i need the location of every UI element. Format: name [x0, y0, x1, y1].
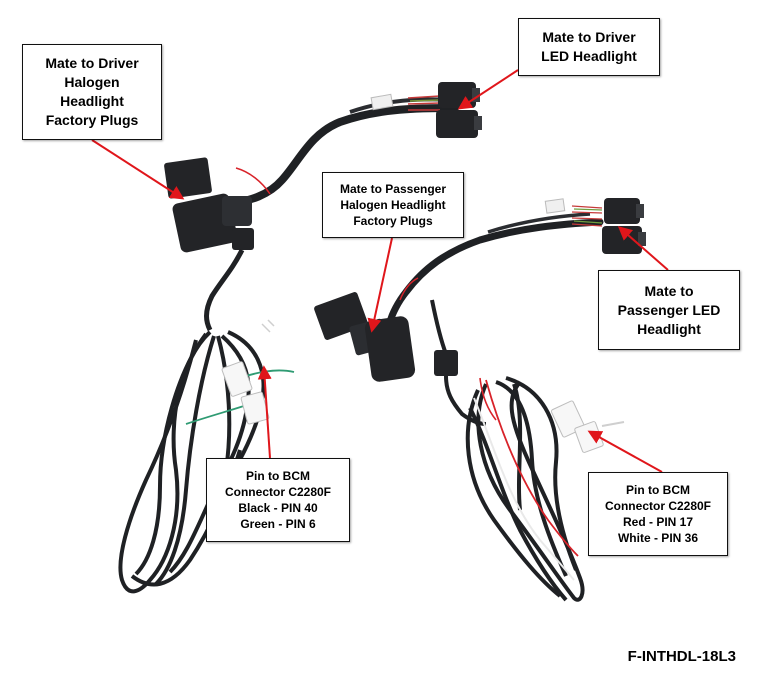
callout-line: Mate to Driver	[542, 29, 636, 45]
passenger-coil	[465, 376, 585, 602]
callout-line: Green - PIN 6	[240, 517, 316, 531]
driver-led-connector	[436, 82, 482, 138]
callout-bcm-red-white: Pin to BCM Connector C2280F Red - PIN 17…	[588, 472, 728, 556]
callout-line: Passenger LED	[617, 301, 721, 318]
arrow-bcm-right	[587, 430, 663, 473]
callout-line: Pin to BCM	[626, 483, 690, 497]
callout-arrows	[91, 69, 669, 473]
arrow-driver-halogen	[91, 139, 185, 200]
callout-bcm-black-green: Pin to BCM Connector C2280F Black - PIN …	[206, 458, 350, 542]
callout-line: Connector C2280F	[604, 499, 712, 513]
arrow-driver-led	[457, 69, 519, 110]
part-number: F-INTHDL-18L3	[627, 648, 736, 665]
callout-line: Mate to Passenger	[339, 182, 447, 196]
callout-line: Connector C2280F	[224, 485, 332, 499]
passenger-halogen-plugs	[314, 277, 419, 382]
callout-line: Red - PIN 17	[622, 515, 694, 529]
callout-line: White - PIN 36	[617, 531, 698, 545]
callout-line: Mate to Driver	[45, 55, 139, 71]
callout-line: Halogen	[64, 74, 120, 90]
driver-halogen-plugs	[164, 157, 271, 253]
callout-line: Factory Plugs	[45, 112, 139, 128]
callout-passenger-led-headlight: Mate to Passenger LED Headlight	[598, 270, 740, 350]
arrow-passenger-halogen	[367, 237, 393, 333]
callout-driver-halogen-plugs: Mate to Driver Halogen Headlight Factory…	[22, 44, 162, 140]
callout-line: Pin to BCM	[246, 469, 310, 483]
passenger-harness	[314, 198, 646, 602]
arrow-bcm-left	[257, 365, 272, 459]
callout-line: Factory Plugs	[353, 214, 433, 228]
callout-line: Headlight	[60, 93, 124, 109]
callout-line: LED Headlight	[541, 48, 637, 64]
callout-line: Headlight	[637, 320, 701, 337]
callout-line: Mate to	[644, 282, 694, 299]
arrow-passenger-led	[617, 226, 669, 271]
callout-passenger-halogen-plugs: Mate to Passenger Halogen Headlight Fact…	[322, 172, 464, 238]
callout-driver-led-headlight: Mate to Driver LED Headlight	[518, 18, 660, 76]
driver-harness	[118, 82, 482, 594]
callout-line: Halogen Headlight	[340, 198, 446, 212]
callout-line: Black - PIN 40	[238, 501, 318, 515]
